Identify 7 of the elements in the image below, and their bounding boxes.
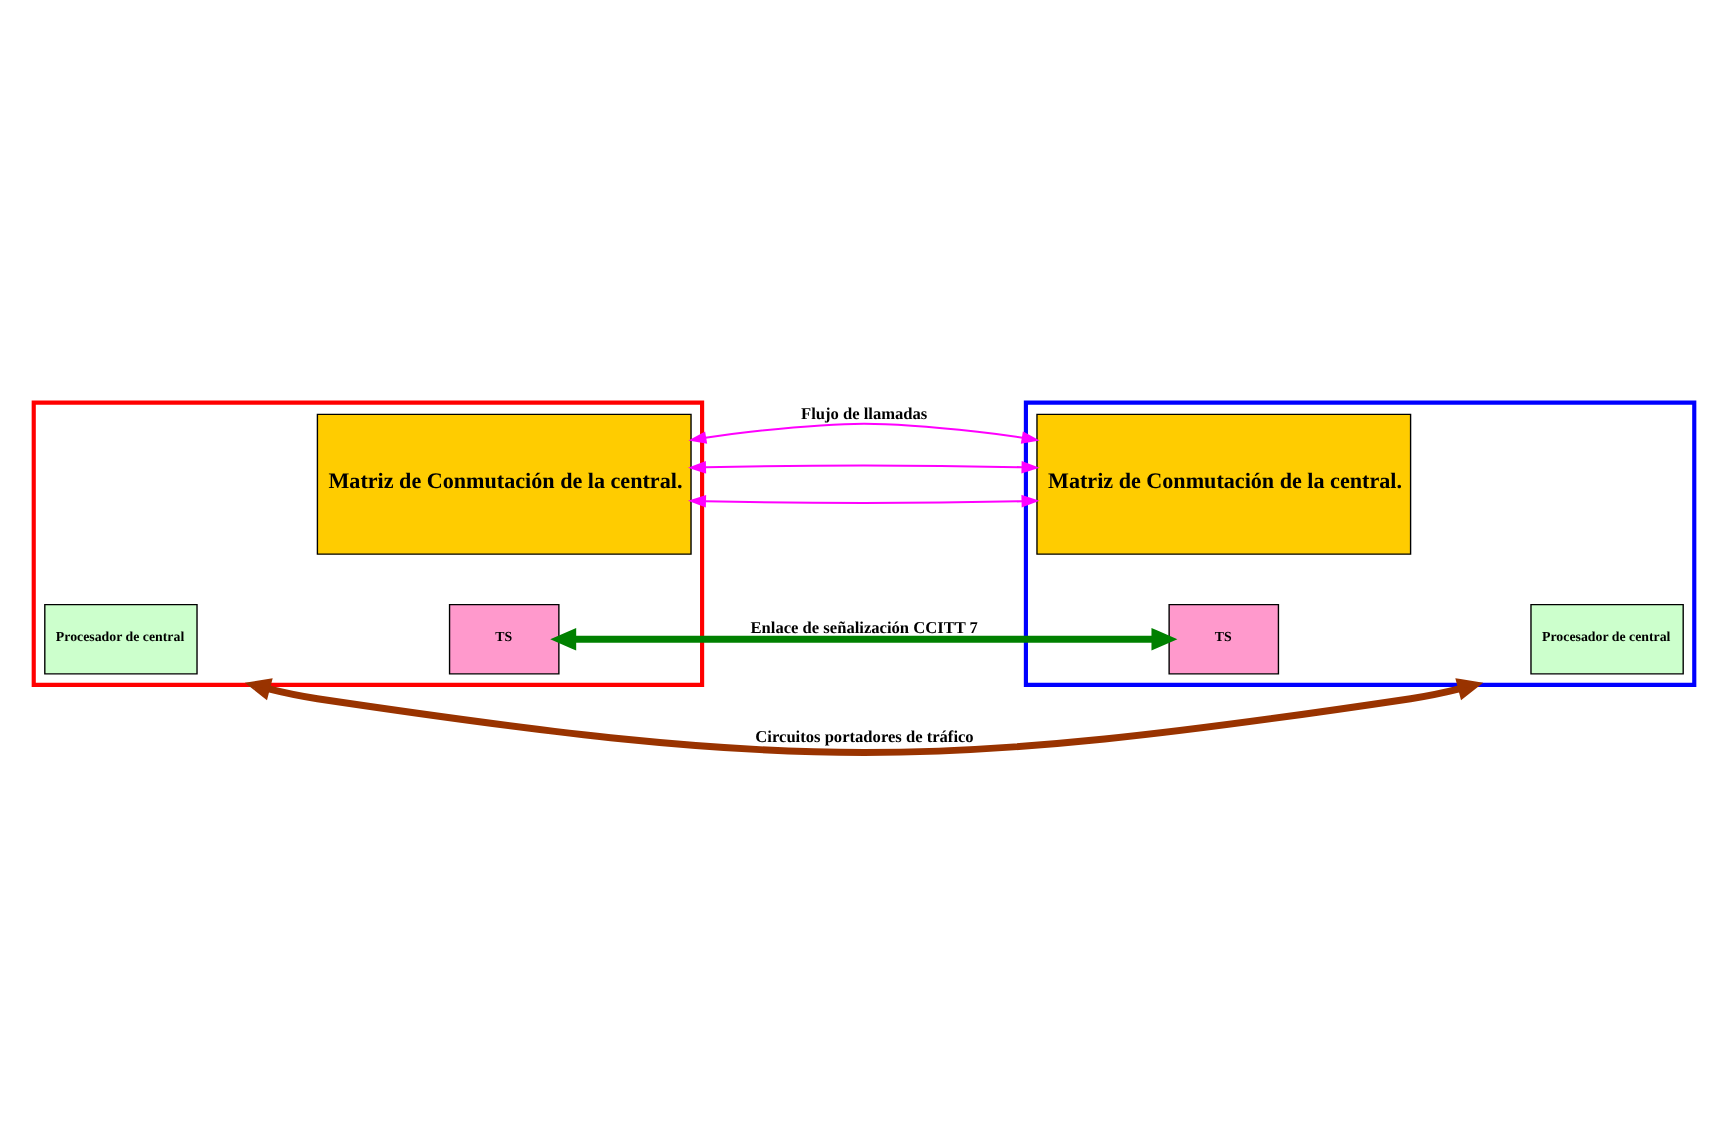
arrow xyxy=(688,421,1040,443)
arrow xyxy=(688,493,1040,507)
node-box: Matriz de Conmutación de la central. xyxy=(1036,412,1412,554)
arrow xyxy=(550,626,1178,650)
arrow xyxy=(688,459,1040,473)
node-box: Matriz de Conmutación de la central. xyxy=(316,412,692,554)
arrow xyxy=(244,677,1484,755)
